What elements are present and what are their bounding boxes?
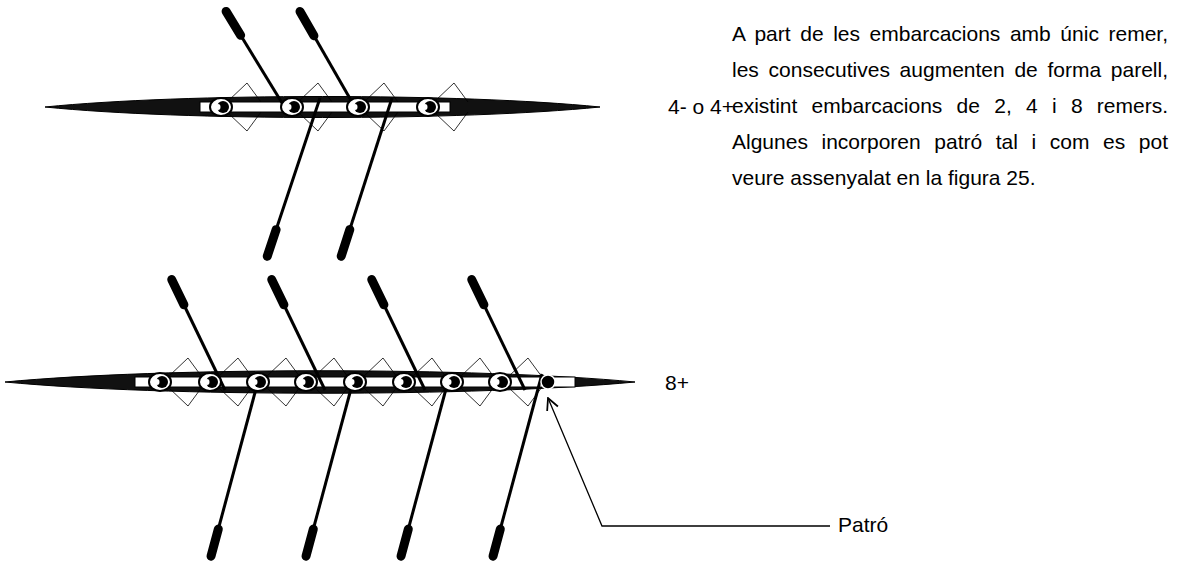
rower: [347, 98, 369, 116]
hull: [45, 97, 600, 118]
rower: [344, 373, 366, 391]
oar: [340, 98, 392, 260]
rower: [441, 373, 463, 391]
boat-class-label: 8+: [665, 370, 689, 395]
leader-arrow: [548, 398, 830, 526]
rigger: [434, 112, 468, 131]
rigger: [168, 358, 202, 377]
rower: [393, 373, 415, 391]
rigger: [363, 387, 397, 406]
rower: [149, 373, 171, 391]
rigger: [298, 83, 332, 102]
cockpit: [200, 102, 450, 112]
rower: [247, 373, 269, 391]
oar: [266, 98, 320, 260]
rower: [210, 98, 232, 116]
boat-class-label: 4- o 4+: [668, 94, 734, 119]
rower: [295, 373, 317, 391]
oar: [224, 8, 290, 116]
rigger: [227, 83, 261, 102]
oar: [400, 374, 450, 560]
oar: [210, 374, 260, 560]
rower: [199, 373, 221, 391]
rigger: [314, 358, 348, 377]
oar: [170, 276, 225, 390]
description-text: A part de les embarcacions amb únic reme…: [732, 16, 1168, 196]
oar: [305, 374, 355, 560]
rigger: [266, 387, 300, 406]
rower: [489, 373, 511, 391]
rigger: [460, 387, 494, 406]
rigger: [314, 387, 348, 406]
rigger: [227, 112, 261, 131]
coxswain: [541, 375, 555, 389]
rigger: [168, 387, 202, 406]
rigger: [266, 358, 300, 377]
oar: [270, 276, 325, 390]
oar: [492, 374, 542, 560]
rigger: [218, 358, 252, 377]
rigger: [460, 358, 494, 377]
oar: [370, 276, 425, 390]
rigger: [434, 83, 468, 102]
part-label: Patró: [838, 512, 888, 537]
rigger: [363, 358, 397, 377]
rigger: [218, 387, 252, 406]
rower: [417, 98, 439, 116]
rower: [281, 98, 303, 116]
oar: [470, 276, 525, 390]
